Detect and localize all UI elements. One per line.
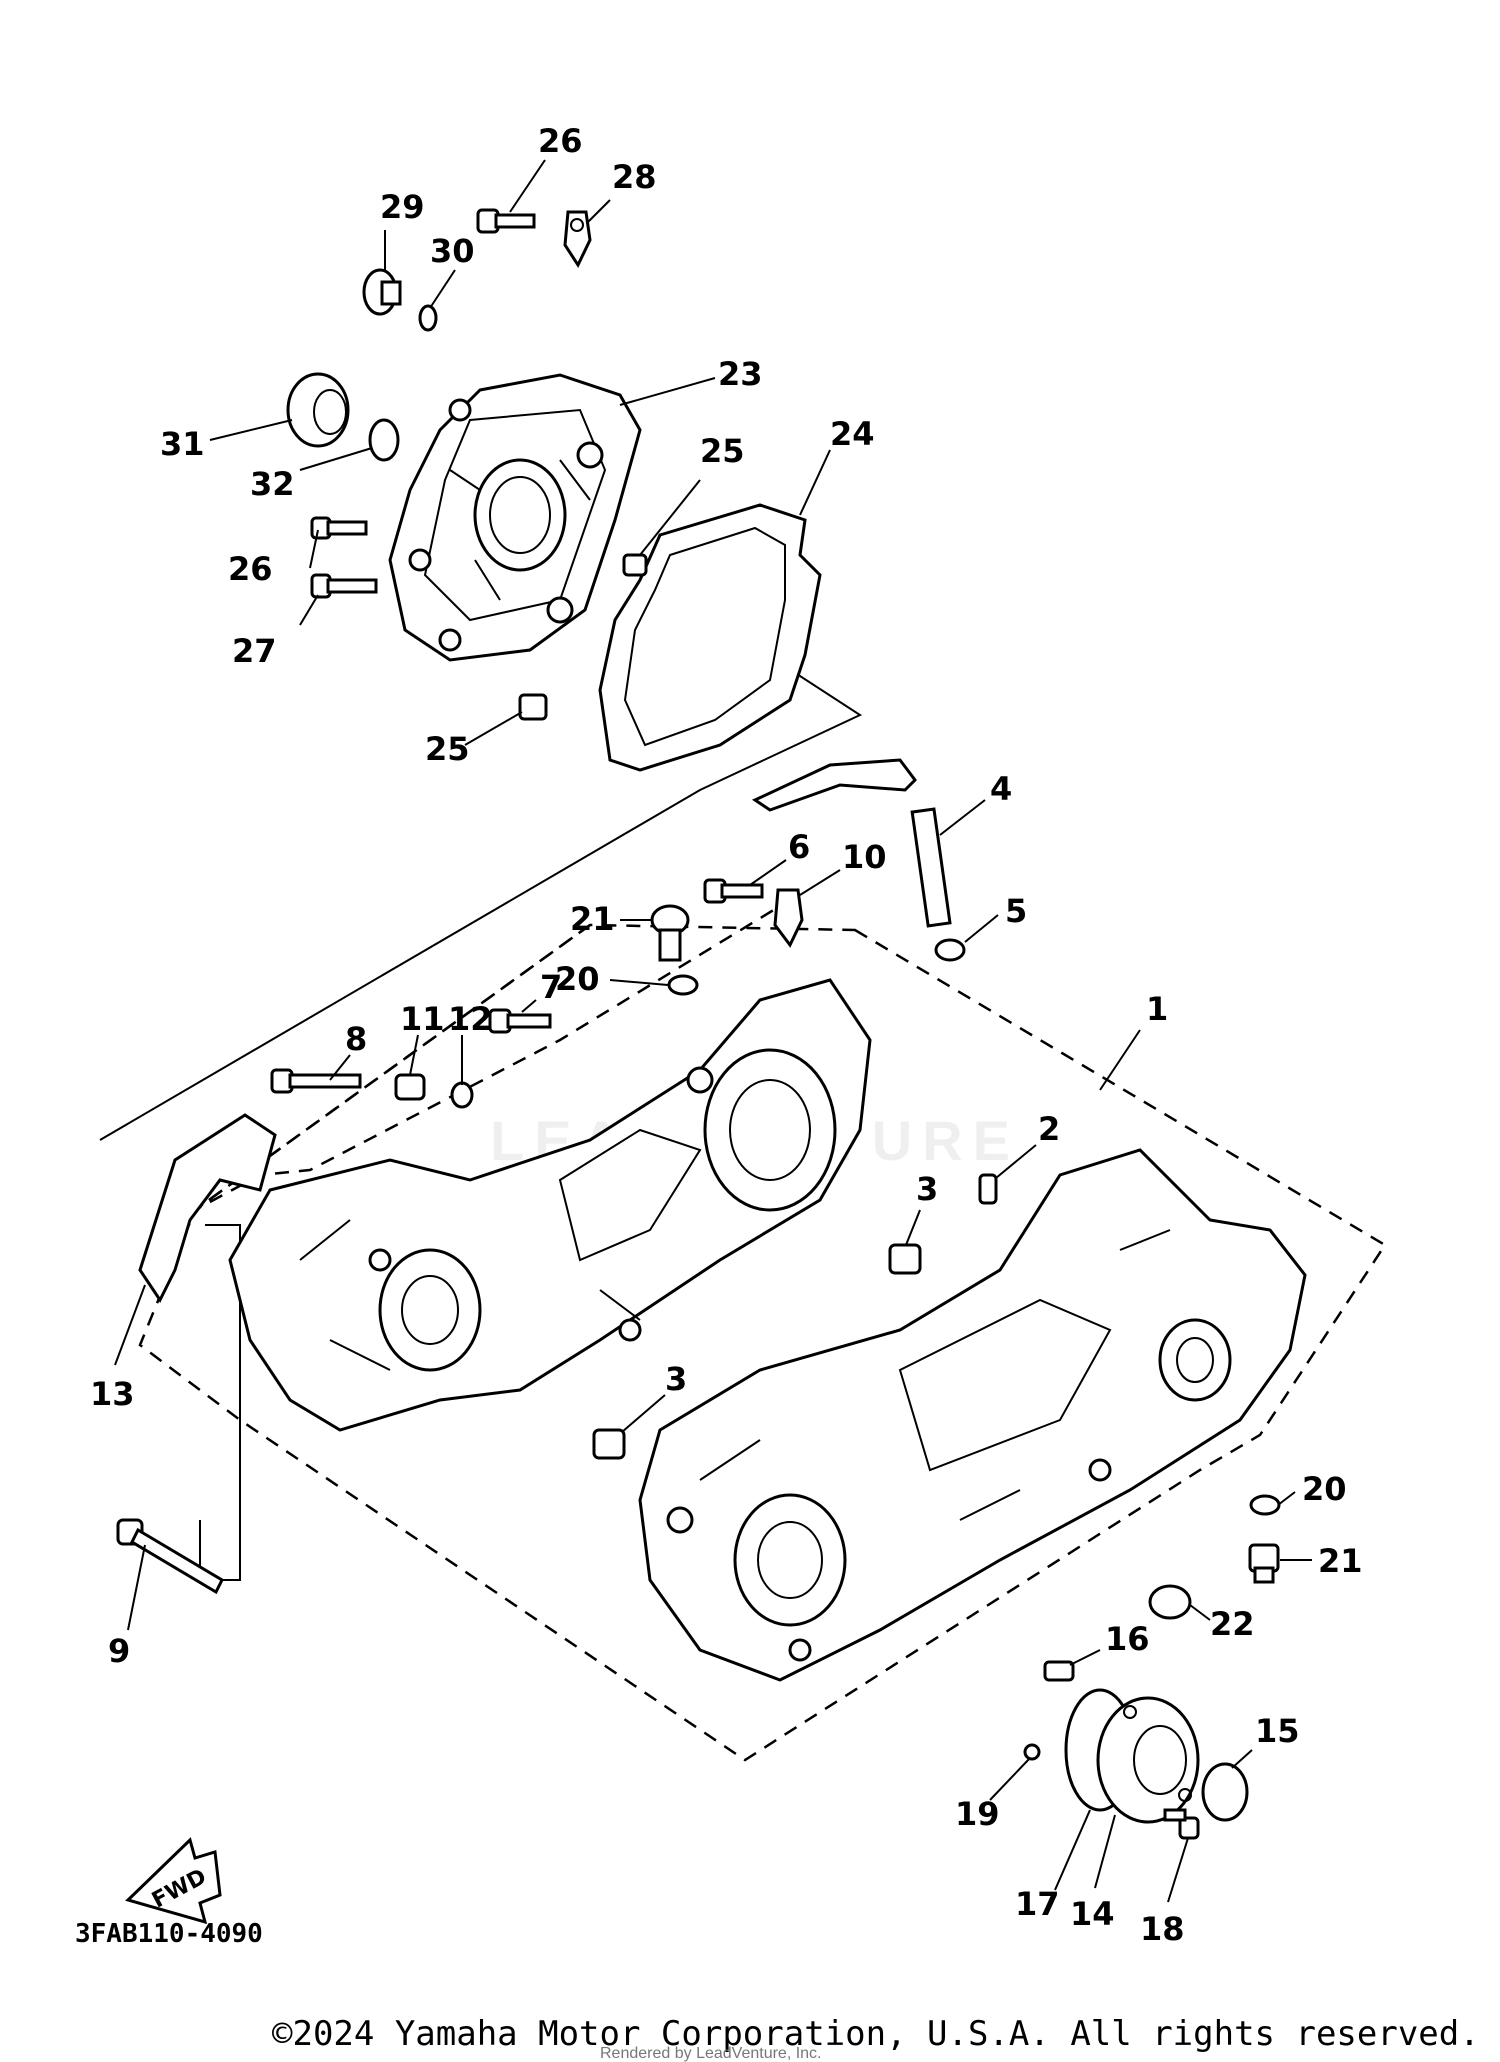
crankcase-right (638, 1148, 1307, 1682)
bolt-26-lower (310, 516, 368, 540)
copyright-notice: ©2024 Yamaha Motor Corporation, U.S.A. A… (272, 2014, 1480, 2054)
pin-19 (1023, 1743, 1041, 1761)
dowel-25-lower (518, 693, 548, 721)
oil-seal-22 (1148, 1584, 1192, 1620)
washer-12 (450, 1081, 474, 1109)
crankcase-cover (388, 373, 642, 662)
callout-30: 30 (430, 232, 475, 270)
dowel-guide-box (199, 1224, 241, 1581)
callout-25a: 25 (700, 432, 745, 470)
callout-12: 12 (448, 1000, 493, 1038)
bolt-11 (394, 1073, 426, 1101)
crankcase-left (228, 978, 872, 1432)
dowel-3-lower (592, 1428, 626, 1460)
callout-27: 27 (232, 632, 277, 670)
breather-hose (751, 758, 917, 812)
callout-18: 18 (1140, 1910, 1185, 1948)
assembly-outline-2 (194, 898, 791, 1212)
callout-24: 24 (830, 415, 875, 453)
gasket-outline-box (99, 649, 863, 1141)
breather-pipe-4 (910, 807, 952, 928)
callout-17: 17 (1015, 1885, 1060, 1923)
rendered-by: Rendered by LeadVenture, Inc. (600, 2045, 822, 2062)
callout-28: 28 (612, 158, 657, 196)
callout-7: 7 (540, 968, 562, 1006)
callout-31: 31 (160, 425, 205, 463)
drain-bolt-21-upper (650, 904, 690, 962)
diagram-code: 3FAB110-4090 (75, 1919, 263, 1949)
callout-25b: 25 (425, 730, 470, 768)
cover-gasket-inner (623, 526, 786, 747)
drain-bolt-21-lower (1248, 1543, 1280, 1584)
callout-9: 9 (108, 1632, 130, 1670)
oil-seal-15 (1201, 1762, 1249, 1822)
screw-18 (1163, 1808, 1200, 1840)
gasket-13 (138, 1113, 277, 1303)
callout-11: 11 (400, 1000, 445, 1038)
callout-labels: 1 2 3 3 4 5 6 7 8 9 10 11 12 13 14 15 16… (90, 122, 1363, 1948)
callout-6: 6 (788, 828, 810, 866)
callout-32: 32 (250, 465, 295, 503)
dowel-25-upper (622, 553, 648, 577)
callout-3a: 3 (916, 1170, 938, 1208)
bolt-26-upper (476, 208, 536, 234)
callout-29: 29 (380, 188, 425, 226)
callout-10: 10 (842, 838, 887, 876)
callout-21a: 21 (570, 900, 615, 938)
leader-lines (114, 159, 1312, 1903)
bolt-9 (116, 1518, 224, 1595)
bolt-6 (703, 878, 764, 904)
callout-2: 2 (1038, 1110, 1060, 1148)
callout-3b: 3 (665, 1360, 687, 1398)
o-ring-30 (418, 304, 438, 332)
callout-23: 23 (718, 355, 763, 393)
forward-arrow: FWD (125, 1837, 222, 1925)
callout-15: 15 (1255, 1712, 1300, 1750)
callout-20b: 20 (1302, 1470, 1347, 1508)
bolt-27 (310, 573, 378, 599)
callout-8: 8 (345, 1020, 367, 1058)
callout-13: 13 (90, 1375, 135, 1413)
callout-14: 14 (1070, 1895, 1115, 1933)
callout-16: 16 (1105, 1620, 1150, 1658)
callout-22: 22 (1210, 1605, 1255, 1643)
cover-gasket (598, 503, 822, 772)
callout-21b: 21 (1318, 1542, 1363, 1580)
clamp-28 (563, 210, 592, 269)
washer-20-lower (1249, 1494, 1281, 1516)
bearing-housing-14 (1096, 1696, 1200, 1824)
bolt-8 (270, 1068, 362, 1094)
callout-19: 19 (955, 1795, 1000, 1833)
clamp-10 (773, 888, 804, 948)
washer-20-upper (667, 974, 699, 996)
hose-clip-5 (934, 938, 966, 962)
callout-26b: 26 (228, 550, 273, 588)
o-ring-32 (368, 418, 400, 462)
callout-5: 5 (1005, 892, 1027, 930)
dowel-16 (1043, 1660, 1075, 1682)
callout-4: 4 (990, 770, 1012, 808)
callout-1: 1 (1146, 990, 1168, 1028)
bolt-7 (488, 1008, 552, 1034)
oil-seal-31 (286, 372, 350, 448)
callout-26a: 26 (538, 122, 583, 160)
fitting-2 (978, 1173, 998, 1205)
plug-29 (362, 268, 402, 316)
dowel-3-upper (888, 1243, 922, 1275)
callout-20a: 20 (555, 960, 600, 998)
